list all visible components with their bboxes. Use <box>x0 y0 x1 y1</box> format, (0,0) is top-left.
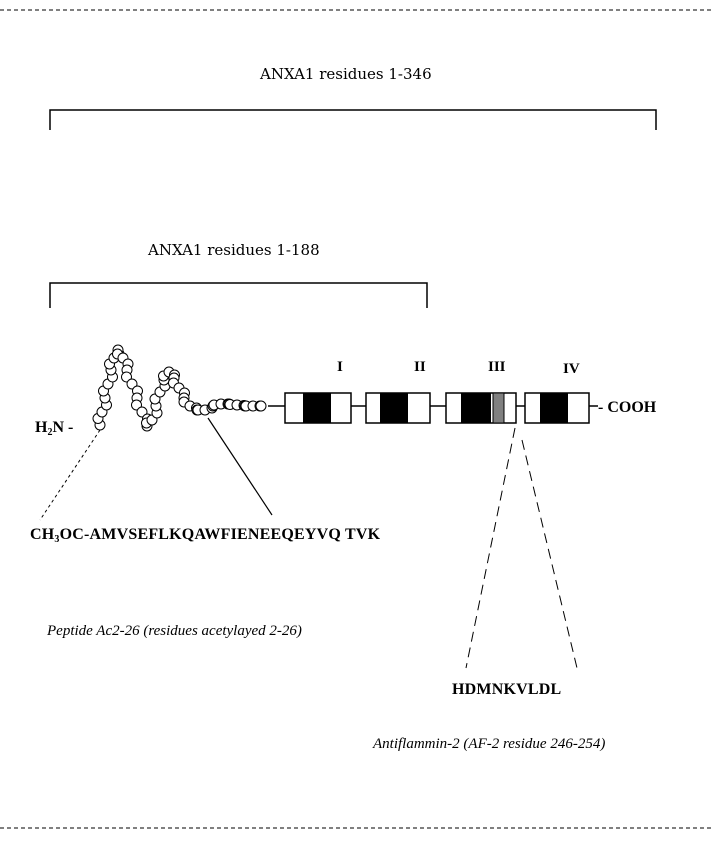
af2-caption: Antiflammin-2 (AF-2 residue 246-254) <box>373 736 606 752</box>
full-protein-label: ANXA1 residues 1-346 <box>260 65 432 83</box>
ac2-26-sequence-subscript: 3 <box>54 534 60 545</box>
af2-highlight-band <box>492 392 505 424</box>
n-terminus-subscript: 2 <box>47 427 53 438</box>
ac2-26-leader-left <box>39 429 101 521</box>
full-protein-bracket <box>49 109 657 130</box>
af2-leader-right <box>521 439 578 669</box>
domain-box-ii <box>365 392 431 424</box>
domain-label-ii: II <box>414 359 426 375</box>
coil-residue <box>255 400 267 412</box>
ac2-26-caption: Peptide Ac2-26 (residues acetylayed 2-26… <box>47 623 302 639</box>
af2-leader-left <box>465 427 516 669</box>
n-terminal-fragment-label: ANXA1 residues 1-188 <box>148 241 320 259</box>
n-terminus-label: H2N - <box>35 419 74 438</box>
n-terminal-fragment-bracket <box>49 282 428 308</box>
domain-label-iii: III <box>488 359 506 375</box>
n-terminus-suffix: N - <box>52 419 74 436</box>
domain-box-iii <box>445 392 517 424</box>
domain-box-i <box>284 392 352 424</box>
domain-box-iv <box>524 392 590 424</box>
domain-label-iv: IV <box>563 361 580 377</box>
ac2-26-sequence: CH3OC-AMVSEFLKQAWFIENEEQEYVQ TVK <box>30 526 381 545</box>
c-terminus-label: - COOH <box>598 399 657 416</box>
af2-sequence: HDMNKVLDL <box>452 681 562 698</box>
domain-label-i: I <box>337 359 343 375</box>
ac2-26-sequence-prefix: CH <box>30 526 55 543</box>
n-terminal-coil <box>92 344 267 432</box>
ac2-26-leader-right <box>207 417 273 516</box>
ac2-26-sequence-rest: OC-AMVSEFLKQAWFIENEEQEYVQ TVK <box>59 526 381 543</box>
n-terminus-prefix: H <box>35 419 48 436</box>
